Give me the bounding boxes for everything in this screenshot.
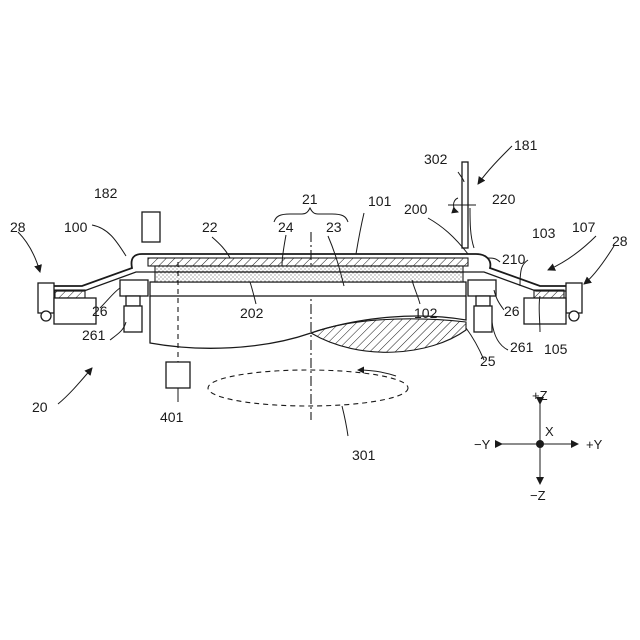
sensor-401 — [166, 362, 190, 388]
rotation-path-301 — [208, 370, 408, 406]
label-101: 101 — [368, 193, 392, 209]
label-28-left: 28 — [10, 219, 26, 235]
label-22: 22 — [202, 219, 218, 235]
label-181: 181 — [514, 137, 538, 153]
label-302: 302 — [424, 151, 448, 167]
label-105: 105 — [544, 341, 568, 357]
axis-label-x: X — [545, 424, 554, 439]
label-220: 220 — [492, 191, 516, 207]
label-25: 25 — [480, 353, 496, 369]
label-401: 401 — [160, 409, 184, 425]
right-clamp-assembly — [468, 280, 582, 332]
label-202: 202 — [240, 305, 264, 321]
axis-label-minus-y: −Y — [474, 437, 491, 452]
label-102: 102 — [414, 305, 438, 321]
label-26-right: 26 — [504, 303, 520, 319]
x-axis-dot — [536, 440, 544, 448]
label-107: 107 — [572, 219, 596, 235]
label-301: 301 — [352, 447, 376, 463]
label-182: 182 — [94, 185, 118, 201]
wafer-stack — [148, 258, 468, 282]
axis-label-minus-z: −Z — [530, 488, 546, 503]
label-100: 100 — [64, 219, 88, 235]
label-21: 21 — [302, 191, 318, 207]
coordinate-axes: +Z −Z −Y +Y X — [474, 388, 603, 503]
label-261-right: 261 — [510, 339, 534, 355]
label-103: 103 — [532, 225, 556, 241]
label-210: 210 — [502, 251, 526, 267]
axis-label-plus-y: +Y — [586, 437, 603, 452]
label-200: 200 — [404, 201, 428, 217]
label-20: 20 — [32, 399, 48, 415]
label-261-left: 261 — [82, 327, 106, 343]
label-26-left: 26 — [92, 303, 108, 319]
label-24: 24 — [278, 219, 294, 235]
detector-182 — [142, 212, 160, 242]
axis-label-plus-z: +Z — [532, 388, 548, 403]
label-23: 23 — [326, 219, 342, 235]
label-28-right: 28 — [612, 233, 628, 249]
